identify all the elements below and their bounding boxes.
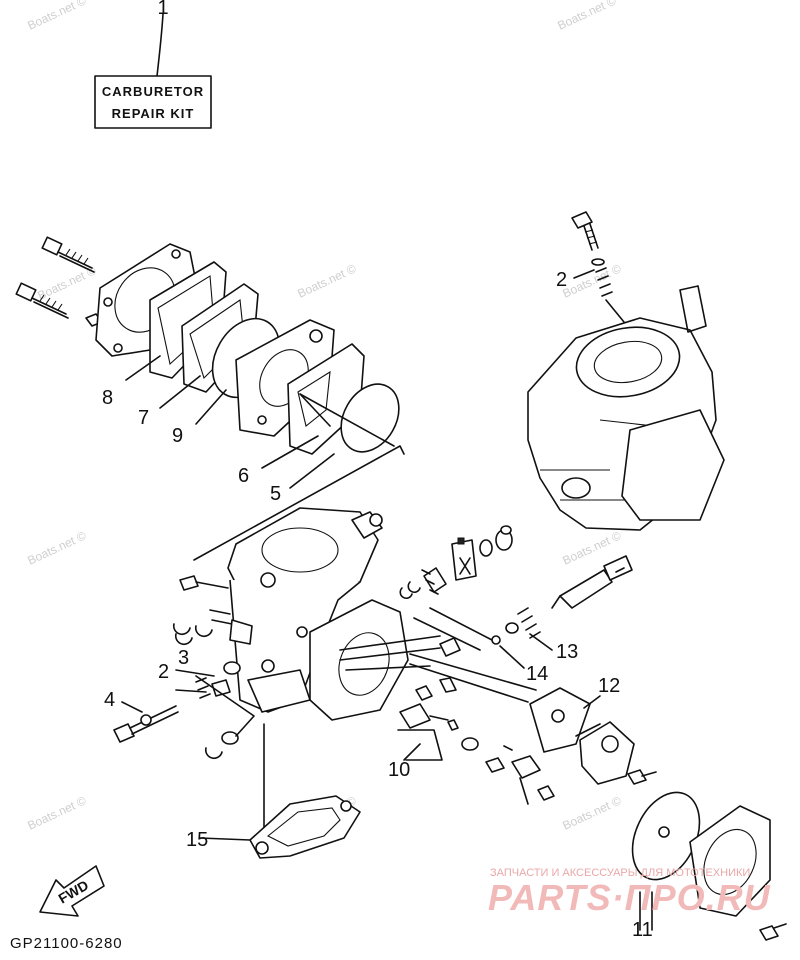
cover-screw <box>15 282 69 319</box>
callout-13: 13 <box>556 641 578 663</box>
o-ring-3 <box>223 661 241 675</box>
cover-screw <box>41 236 95 273</box>
kit-box-line1: CARBURETOR <box>102 84 204 99</box>
callout-14: 14 <box>526 663 548 685</box>
callout-8: 8 <box>102 387 113 409</box>
leader-lines-upper <box>125 269 595 489</box>
callout-4: 4 <box>104 689 115 711</box>
drawing-code: GP21100-6280 <box>10 935 123 952</box>
callout-10: 10 <box>388 759 410 781</box>
float-bowl <box>309 599 409 721</box>
callout-7: 7 <box>138 407 149 429</box>
callout-2-right: 2 <box>556 269 567 291</box>
diaphragm-11 <box>631 791 787 941</box>
watermark: Boats.net © <box>25 528 88 567</box>
callout-15: 15 <box>186 829 208 851</box>
callouts: 1 2 2 3 4 5 6 7 8 9 10 11 12 13 14 15 <box>102 0 653 941</box>
fwd-arrow: FWD <box>39 865 105 917</box>
callout-12: 12 <box>598 675 620 697</box>
callout-6: 6 <box>238 465 249 487</box>
watermark: Boats.net © <box>25 0 88 33</box>
callout-3: 3 <box>178 647 189 669</box>
callout-11: 11 <box>632 919 653 941</box>
brand-tagline: ЗАПЧАСТИ И АКСЕССУАРЫ ДЛЯ МОТОТЕХНИКИ <box>490 867 750 879</box>
watermark: Boats.net © <box>560 793 623 832</box>
callout-2-left: 2 <box>158 661 169 683</box>
kit-box-line2: REPAIR KIT <box>112 106 195 121</box>
carburetor-assembly-right <box>527 211 725 531</box>
watermark: Boats.net © <box>25 793 88 832</box>
gasket-15 <box>249 723 361 859</box>
watermark: Boats.net © <box>295 261 358 300</box>
callout-5: 5 <box>270 483 281 505</box>
watermark: Boats.net © <box>560 261 623 300</box>
float-chamber-body <box>172 445 441 721</box>
watermark: Boats.net © <box>555 0 618 33</box>
lower-right-parts <box>397 637 657 805</box>
part-1-repair-kit: CARBURETOR REPAIR KIT <box>94 13 212 129</box>
callout-1: 1 <box>157 0 168 19</box>
kit-box <box>94 75 212 129</box>
diaphragm-5 <box>340 383 400 453</box>
left-small-parts <box>113 661 255 760</box>
brand-name: PARTS·ПРО.RU <box>488 877 771 918</box>
jet-10 <box>399 703 431 729</box>
leader-lines-lower <box>199 633 601 841</box>
callout-9: 9 <box>172 425 183 447</box>
screw-4 <box>113 723 135 743</box>
top-left-stack <box>15 236 400 455</box>
needle-valve-parts <box>399 525 633 651</box>
